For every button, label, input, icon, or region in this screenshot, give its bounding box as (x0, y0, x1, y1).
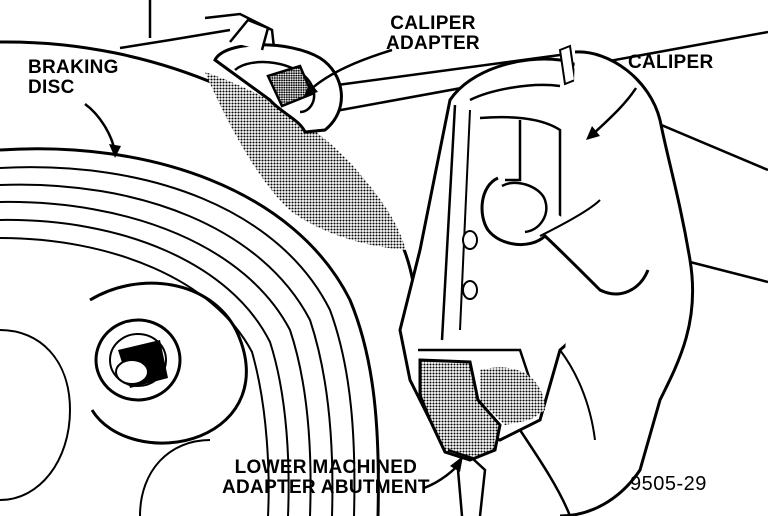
braking-disc (0, 40, 418, 516)
label-lower-machined-adapter-abutment: LOWER MACHINED ADAPTER ABUTMENT (222, 458, 430, 498)
hand-icon (480, 50, 695, 516)
label-caliper-adapter: CALIPER ADAPTER (386, 14, 480, 54)
label-lower-abutment-line1: LOWER MACHINED (234, 457, 418, 478)
leader-caliper-adapter (309, 48, 393, 91)
label-braking-disc-line2: DISC (28, 77, 75, 98)
leader-arrowheads (109, 82, 600, 472)
disc-friction-surface (205, 72, 406, 250)
caliper-lower-shade (480, 367, 545, 425)
adapter-bolt (266, 64, 314, 108)
label-caliper: CALIPER (628, 52, 714, 73)
caliper-adapter (213, 18, 343, 134)
label-braking-disc-line1: BRAKING (28, 57, 119, 78)
leader-caliper (591, 87, 638, 136)
label-caliper-adapter-line2: ADAPTER (386, 33, 480, 54)
label-braking-disc: BRAKING DISC (28, 58, 119, 98)
label-caliper-adapter-line1: CALIPER (390, 13, 476, 34)
lower-abutment (418, 358, 502, 462)
lug-stud-icon (94, 318, 182, 402)
figure-number: 9505-29 (630, 473, 707, 495)
label-lower-abutment-line2: ADAPTER ABUTMENT (222, 477, 430, 498)
